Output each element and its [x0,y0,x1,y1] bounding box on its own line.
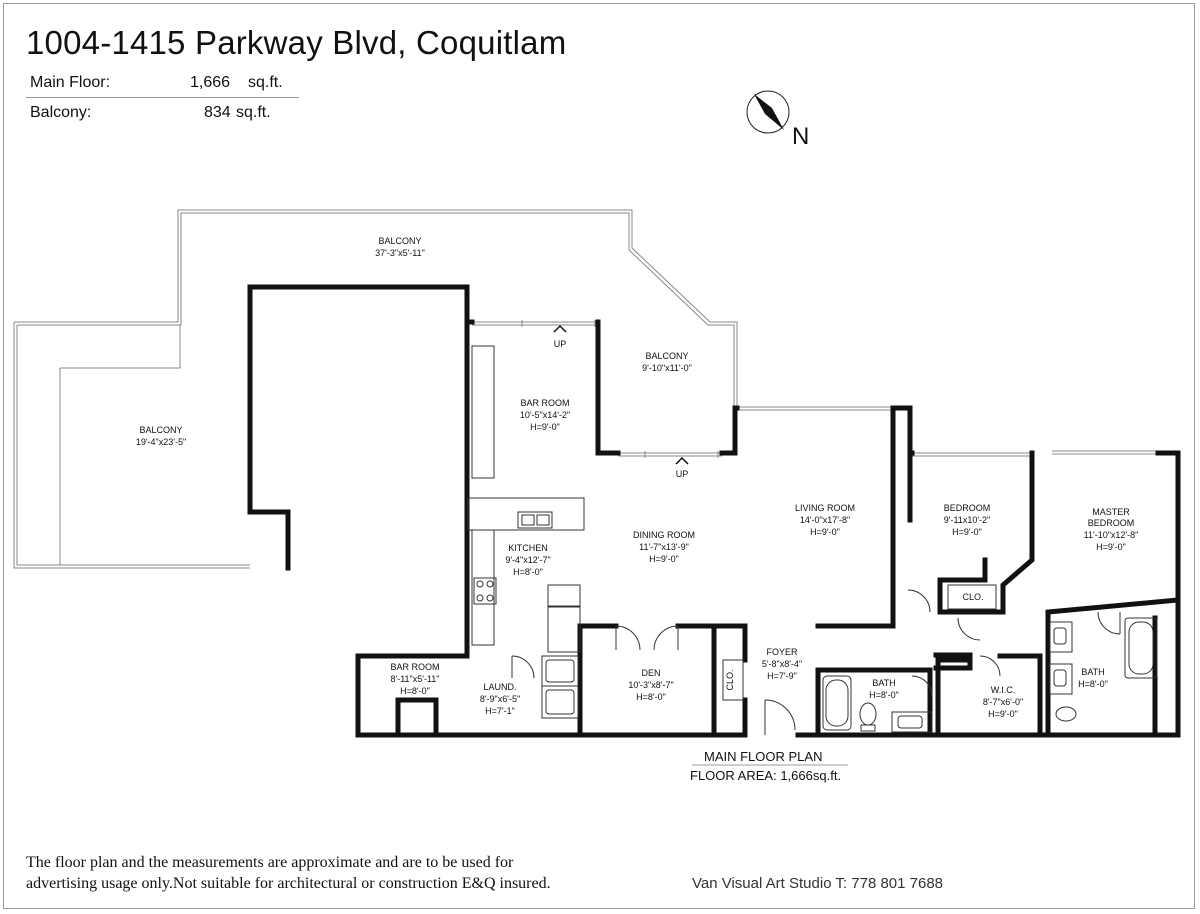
balcony-unit: sq.ft. [236,104,271,121]
laundry-name: LAUND. [483,682,516,692]
master-bedroom-height: H=9'-0" [1096,542,1126,552]
wic-height: H=9'-0" [988,709,1018,719]
master-bedroom-dims: 11'-10"x12'-8" [1084,530,1139,540]
balcony-mid-dims: 9'-10"x11'-0" [642,363,692,373]
up-label-1: UP [554,339,567,349]
bedroom-height: H=9'-0" [952,527,982,537]
closet-bedroom-label: CLO. [962,592,983,602]
disclaimer-line-2: advertising usage only.Not suitable for … [26,875,551,892]
kitchen-dims: 9'-4"x12'-7" [505,555,550,565]
master-bedroom-name-line2: BEDROOM [1088,518,1135,528]
main-floor-label: Main Floor: [30,74,111,91]
balcony-left-name: BALCONY [139,425,182,435]
living-room-height: H=9'-0" [810,527,840,537]
compass-north-label: N [792,123,809,150]
den-name: DEN [641,668,660,678]
plan-caption-area: FLOOR AREA: 1,666sq.ft. [690,768,841,783]
walls [247,284,1181,738]
balcony-top-name: BALCONY [378,236,421,246]
balcony-outlines [13,209,1158,569]
bath-1-name: BATH [872,678,895,688]
den-dims: 10'-3"x8'-7" [628,680,673,690]
bath-2-name: BATH [1081,667,1104,677]
balcony-mid-name: BALCONY [645,351,688,361]
kitchen-name: KITCHEN [508,543,548,553]
bar-room-top-height: H=9'-0" [530,422,560,432]
closet-foyer-label: CLO. [725,669,735,690]
main-floor-unit: sq.ft. [248,74,283,91]
wic-name: W.I.C. [991,685,1016,695]
bath-1-height: H=8'-0" [869,690,899,700]
den-height: H=8'-0" [636,692,666,702]
floor-area-unit: sq.ft. [812,768,842,783]
floor-area-label: FLOOR AREA: [690,768,777,783]
bar-room-top-dims: 10'-5"x14'-2" [520,410,570,420]
up-arrow-icon [553,324,567,333]
disclaimer: The floor plan and the measurements are … [26,852,551,894]
dining-room-name: DINING ROOM [633,530,695,540]
wic-dims: 8'-7"x6'-0" [983,697,1023,707]
living-room-dims: 14'-0"x17'-8" [800,515,850,525]
kitchen-height: H=8'-0" [513,567,543,577]
compass-icon: N [746,90,809,150]
main-floor-value: 1,666 [190,74,231,91]
foyer-name: FOYER [766,647,798,657]
dining-room-dims: 11'-7"x13'-9" [639,542,689,552]
bar-room-bottom-dims: 8'-11"x5'-11" [390,674,439,684]
bedroom-dims: 9'-11x10'-2" [944,515,991,525]
balcony-top-dims: 37'-3"x5'-11" [375,248,425,258]
foyer-dims: 5'-8"x8'-4" [762,659,802,669]
property-address-title: 1004-1415 Parkway Blvd, Coquitlam [26,24,567,61]
bar-room-bottom-name: BAR ROOM [390,662,439,672]
bedroom-name: BEDROOM [944,503,991,513]
balcony-label: Balcony: [30,104,92,121]
area-divider [26,97,299,98]
foyer-height: H=7'-9" [767,671,797,681]
page-frame [3,3,1195,909]
up-arrow-icon [675,456,689,465]
laundry-dims: 8'-9"x6'-5" [480,694,520,704]
floor-area-value: 1,666 [780,768,813,783]
bar-room-top-name: BAR ROOM [520,398,569,408]
dining-room-height: H=9'-0" [649,554,679,564]
living-room-name: LIVING ROOM [795,503,855,513]
room-labels: BALCONY 37'-3"x5'-11" BALCONY 19'-4"x23'… [136,236,1139,719]
up-indicators: UP UP [553,324,689,479]
balcony-value: 834 [204,104,231,121]
up-label-2: UP [676,469,689,479]
disclaimer-line-1: The floor plan and the measurements are … [26,854,514,871]
bath-2-height: H=8'-0" [1078,679,1108,689]
bar-room-bottom-height: H=8'-0" [400,686,430,696]
balcony-left-dims: 19'-4"x23'-5" [136,437,186,447]
plan-caption-title: MAIN FLOOR PLAN [704,749,823,764]
studio-credit: Van Visual Art Studio T: 778 801 7688 [692,875,944,892]
laundry-height: H=7'-1" [485,706,515,716]
interior-details [467,345,1158,735]
master-bedroom-name-line1: MASTER [1092,507,1130,517]
